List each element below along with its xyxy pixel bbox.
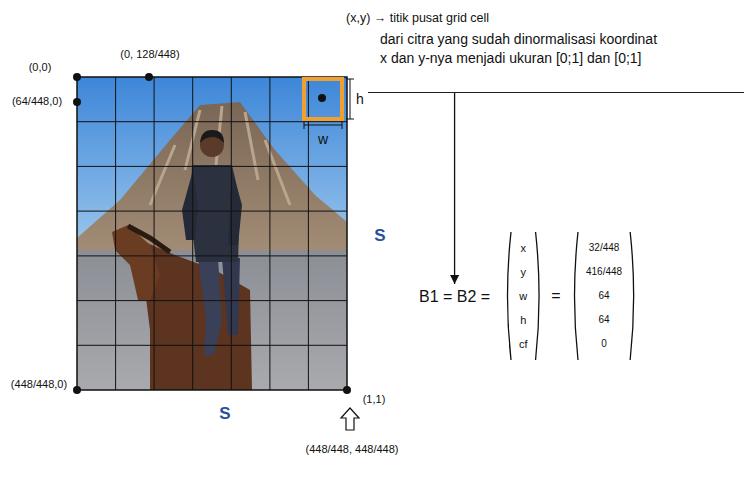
dimension-label: w [318, 131, 328, 148]
dimension-tick [304, 121, 305, 129]
grid-line [308, 77, 309, 390]
rider-arm [182, 170, 198, 240]
equals-sign: = [551, 286, 560, 305]
horse-mane [128, 226, 170, 252]
grid-line [77, 345, 347, 346]
grid-lines [77, 77, 347, 390]
grid-line [154, 77, 155, 390]
rider-hair [200, 130, 224, 143]
grid-size-label: S [374, 226, 385, 246]
coordinate-label: (448/448,0) [11, 378, 67, 391]
grid-line [192, 77, 193, 390]
dimension-tick [346, 119, 354, 120]
coordinate-dot [73, 98, 81, 106]
corner-dots [73, 73, 351, 394]
grid-line [115, 77, 116, 390]
dimension-tick [346, 79, 354, 80]
center-note: (x,y) → titik pusat grid cell [346, 11, 489, 26]
node-text: y [519, 260, 528, 284]
grid-line [77, 166, 347, 167]
left-bracket [575, 232, 579, 360]
equation-label: B1 = B2 = [413, 284, 496, 310]
dimension-tick [342, 121, 343, 129]
connector-arrow [454, 93, 455, 284]
height-dimension [350, 79, 351, 119]
horse-head [112, 225, 160, 300]
note-text-box: dari citra yang sudah dinormalisasi koor… [368, 30, 744, 93]
coordinate-label: (448/448, 448/448) [306, 443, 399, 456]
rider-leg [198, 258, 222, 355]
node-text: 32/448 [586, 236, 622, 260]
grid-cell-box [304, 79, 342, 119]
grid-line [77, 300, 347, 301]
coordinate-label: (1,1) [363, 393, 386, 406]
node-text: w [519, 284, 528, 308]
node-text: h [519, 308, 528, 332]
right-bracket [536, 232, 540, 360]
grid-line [231, 77, 232, 390]
node-text: cf [519, 332, 528, 356]
horse-body [140, 240, 252, 390]
coordinate-dot [73, 386, 81, 394]
dimension-label: h [356, 91, 364, 108]
grid-line [269, 77, 270, 390]
node-text: B1 = B2 = [419, 288, 490, 306]
cell-center-dot [318, 94, 326, 102]
coordinate-dot [73, 73, 81, 81]
node-text: 64 [586, 284, 622, 308]
coordinate-dot [145, 73, 153, 81]
coordinate-label: (64/448,0) [12, 95, 62, 108]
vector-names: xywhcf [503, 230, 544, 362]
node-text: 416/448 [586, 260, 622, 284]
dimension-lines [304, 79, 354, 129]
image-border [77, 77, 347, 390]
coordinate-dot [343, 386, 351, 394]
photo [77, 77, 347, 390]
rider-arm [228, 170, 242, 245]
vector-values: 32/448416/44864640 [570, 230, 638, 362]
width-dimension [304, 125, 342, 126]
node-text: dari citra yang sudah dinormalisasi koor… [380, 30, 667, 68]
grid-size-label: S [219, 404, 230, 424]
grid-line [77, 255, 347, 256]
hollow-up-arrow [341, 408, 359, 430]
node-text: x [519, 236, 528, 260]
left-bracket [508, 232, 512, 360]
coordinate-label: (0,0) [29, 61, 52, 74]
grid-line [77, 121, 347, 122]
coordinate-label: (0, 128/448) [120, 48, 179, 61]
grid-line [77, 211, 347, 212]
node-text: 0 [586, 332, 622, 356]
node-text: 64 [586, 308, 622, 332]
right-bracket [630, 232, 634, 360]
